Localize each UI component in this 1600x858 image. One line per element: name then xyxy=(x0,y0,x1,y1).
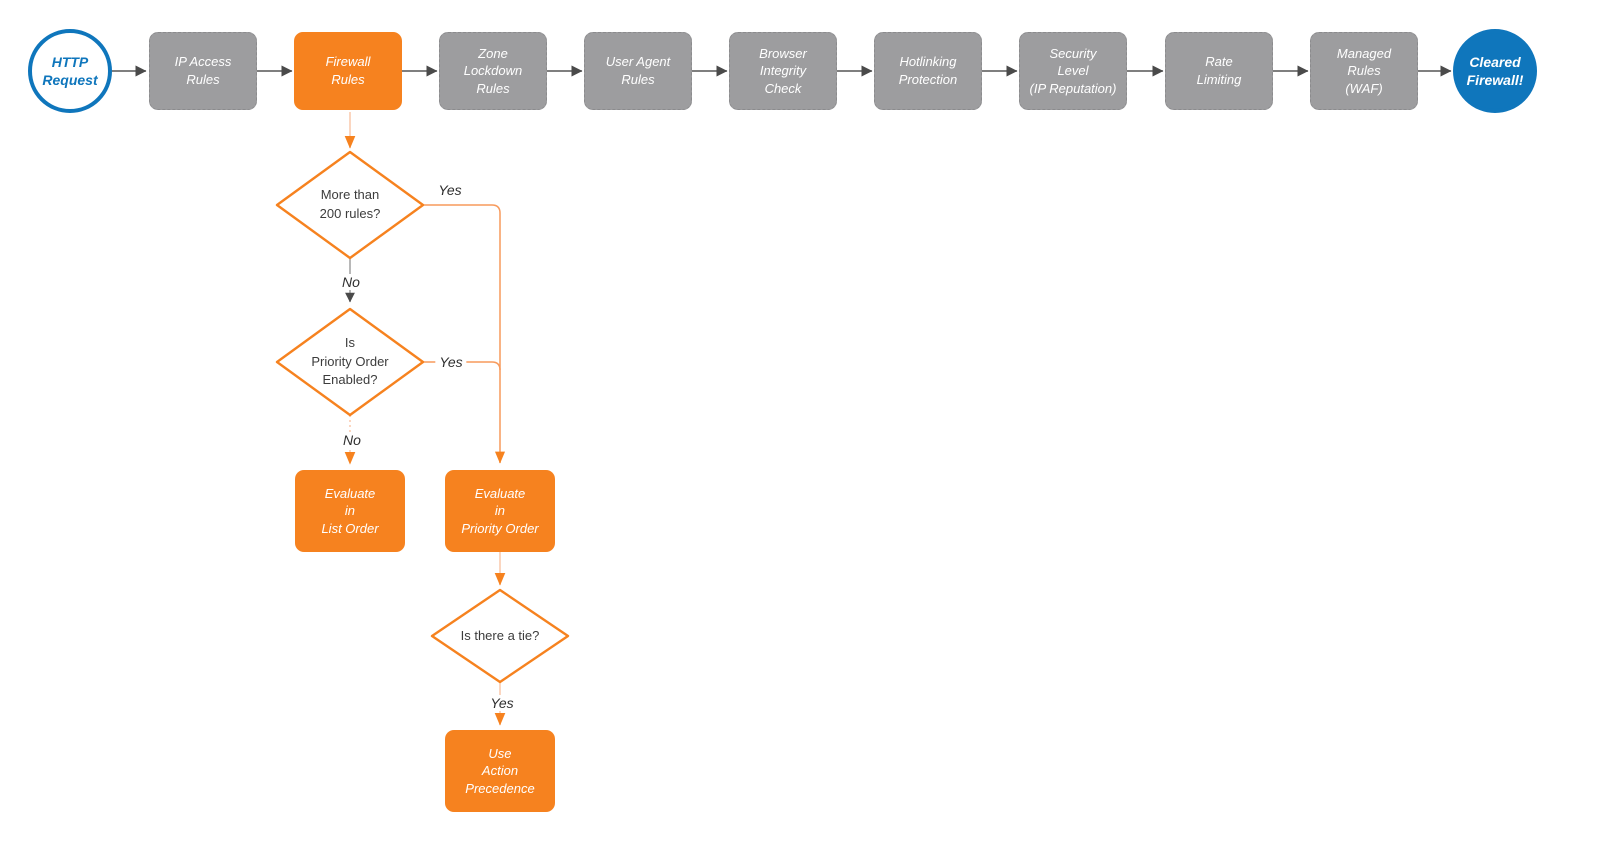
node-hotlinking-protection: Hotlinking Protection xyxy=(874,32,982,110)
node-evaluate-in-priority-order: Evaluate in Priority Order xyxy=(445,470,555,552)
node-label: HTTP Request xyxy=(42,53,98,88)
node-label: Managed Rules (WAF) xyxy=(1336,45,1392,96)
node-cleared-firewall: Cleared Firewall! xyxy=(1453,29,1537,113)
node-user-agent-rules: User Agent Rules xyxy=(584,32,692,110)
decision-label-priority-order-enabled: Is Priority Order Enabled? xyxy=(311,334,389,388)
decision-more-than-200-rules xyxy=(275,150,425,260)
node-label: IP Access Rules xyxy=(174,54,232,87)
edge-label-priority-order-yes: Yes xyxy=(435,354,467,370)
node-label: User Agent Rules xyxy=(605,54,671,87)
edge-decision1-yes xyxy=(423,204,506,464)
node-rate-limiting: Rate Limiting xyxy=(1165,32,1273,110)
decision-label-is-there-a-tie: Is there a tie? xyxy=(460,627,540,643)
node-label: Browser Integrity Check xyxy=(759,45,807,96)
edge-label-priority-order-no: No xyxy=(339,432,365,448)
edge-label-more-than-200-yes: Yes xyxy=(434,182,466,198)
node-label: Evaluate in List Order xyxy=(321,485,379,536)
node-security-level: Security Level (IP Reputation) xyxy=(1019,32,1127,110)
node-label: Security Level (IP Reputation) xyxy=(1029,45,1117,96)
node-evaluate-in-list-order: Evaluate in List Order xyxy=(295,470,405,552)
node-label: Firewall Rules xyxy=(325,54,371,87)
node-browser-integrity-check: Browser Integrity Check xyxy=(729,32,837,110)
node-label: Cleared Firewall! xyxy=(1466,53,1524,88)
edge-decision2-yes xyxy=(423,361,501,371)
node-label: Zone Lockdown Rules xyxy=(463,45,523,96)
decision-label-more-than-200-rules: More than 200 rules? xyxy=(319,187,381,221)
node-label: Use Action Precedence xyxy=(465,745,535,796)
node-ip-access-rules: IP Access Rules xyxy=(149,32,257,110)
decision-is-there-a-tie xyxy=(430,588,570,684)
edge-label-more-than-200-no: No xyxy=(338,274,364,290)
node-managed-rules-waf: Managed Rules (WAF) xyxy=(1310,32,1418,110)
edge-label-tie-yes: Yes xyxy=(486,695,518,711)
node-label: Evaluate in Priority Order xyxy=(461,485,539,536)
node-label: Rate Limiting xyxy=(1196,54,1242,87)
node-use-action-precedence: Use Action Precedence xyxy=(445,730,555,812)
node-label: Hotlinking Protection xyxy=(898,54,958,87)
node-http-request: HTTP Request xyxy=(28,29,112,113)
node-firewall-rules: Firewall Rules xyxy=(294,32,402,110)
node-zone-lockdown-rules: Zone Lockdown Rules xyxy=(439,32,547,110)
decision-priority-order-enabled xyxy=(275,307,425,417)
